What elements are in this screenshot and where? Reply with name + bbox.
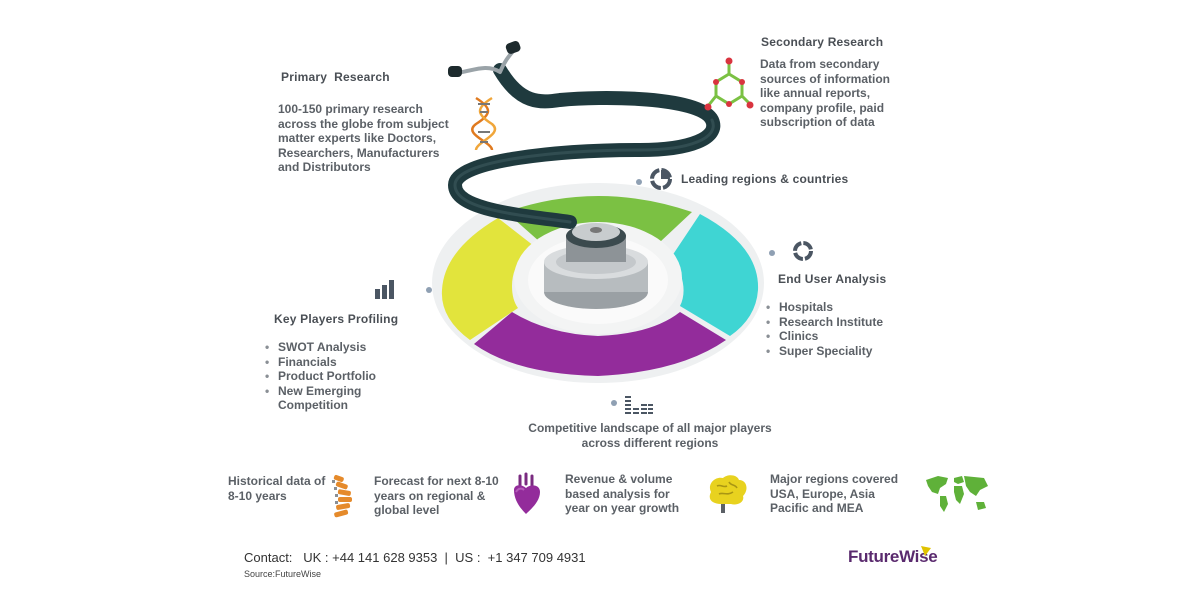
wheel-segment-purple [474, 312, 726, 376]
source-note: Source:FutureWise [244, 569, 322, 579]
key-players-item: SWOT Analysis [265, 340, 405, 355]
forecast-text: Forecast for next 8-10 years on regional… [374, 474, 499, 517]
spine-icon [332, 474, 352, 518]
competitive-text: Competitive landscape of all major playe… [528, 421, 772, 450]
primary-research-title: Primary Research [281, 70, 390, 84]
end-user-item: Super Speciality [766, 344, 883, 359]
bar-levels-icon [625, 396, 653, 414]
key-players-item: Financials [265, 355, 405, 370]
pie-segments-icon [650, 168, 672, 190]
wheel-segment-cyan [672, 214, 759, 336]
end-user-item: Research Institute [766, 315, 883, 330]
key-players-list: SWOT Analysis Financials Product Portfol… [265, 340, 405, 413]
brain-icon [709, 475, 747, 513]
regions-text: Major regions covered USA, Europe, Asia … [770, 472, 899, 515]
end-user-connector-dot [769, 250, 775, 256]
end-user-item: Clinics [766, 329, 883, 344]
bar-chart-icon [375, 280, 394, 299]
leading-regions-title: Leading regions & countries [681, 172, 849, 186]
end-user-item: Hospitals [766, 300, 883, 315]
end-user-list: Hospitals Research Institute Clinics Sup… [766, 300, 883, 358]
key-players-connector-dot [426, 287, 432, 293]
key-players-item: Product Portfolio [265, 369, 405, 384]
wheel-segment-yellow [441, 218, 534, 340]
stethoscope-eartip-right [505, 41, 521, 54]
key-players-title: Key Players Profiling [274, 312, 399, 326]
secondary-research-text: Data from secondary sources of informati… [760, 57, 891, 129]
brand-name: FutureWise [848, 547, 938, 566]
wheel-segment-green [506, 196, 692, 242]
historical-text: Historical data of 8-10 years [228, 474, 326, 503]
molecule-icon [704, 57, 754, 111]
competitive-connector-dot [611, 400, 617, 406]
logo-star-icon [921, 546, 931, 556]
ring-segments-icon [793, 241, 813, 261]
dna-icon [471, 96, 497, 151]
primary-research-text: 100-150 primary research across the glob… [278, 102, 449, 174]
end-user-title: End User Analysis [778, 272, 887, 286]
stethoscope-chestpiece [544, 223, 648, 309]
leading-connector-dot [636, 179, 642, 185]
futurewise-logo: FutureWise [848, 546, 938, 567]
key-players-item: New Emerging Competition [265, 384, 405, 413]
world-map-icon [926, 476, 988, 512]
secondary-research-title: Secondary Research [761, 35, 884, 49]
stethoscope-eartip-left [448, 66, 462, 77]
heart-icon [514, 472, 540, 514]
revenue-text: Revenue & volume based analysis for year… [565, 472, 680, 515]
contact-info: Contact: UK : +44 141 628 9353 | US : +1… [244, 550, 586, 565]
